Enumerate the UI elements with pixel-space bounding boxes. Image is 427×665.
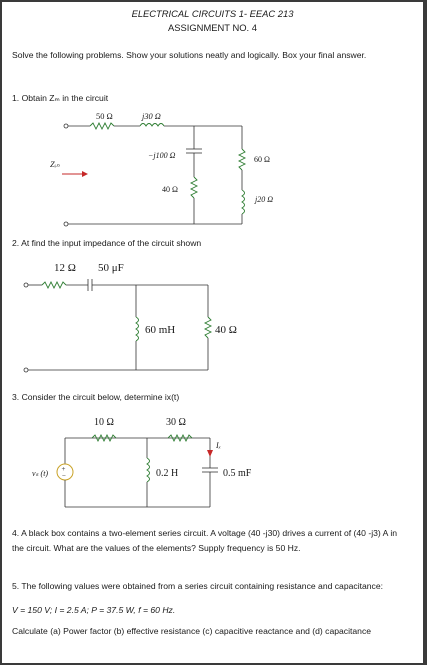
resistor-60 [237, 148, 247, 171]
label-neg-j100: −j100 Ω [148, 151, 176, 160]
problem-2-text: 2. At find the input impedance of the ci… [12, 238, 202, 248]
problem-1-text: 1. Obtain Zₘ in the circuit [12, 93, 109, 103]
label-j20: j20 Ω [254, 195, 273, 204]
label-50: 50 Ω [96, 112, 113, 121]
problem-3-text: 3. Consider the circuit below, determine… [12, 392, 180, 402]
resistor-12 [41, 280, 67, 290]
terminal-b [63, 221, 69, 227]
course-title: ELECTRICAL CIRCUITS 1- EEAC 213 [131, 8, 294, 19]
label-05mf: 0.5 mF [223, 468, 252, 479]
inductor-02h [146, 457, 150, 483]
label-j30: j30 Ω [141, 112, 161, 121]
circuit-2 [23, 279, 213, 373]
problem-5-text: 5. The following values were obtained fr… [12, 581, 384, 591]
label-ix: Iₓ [215, 441, 221, 450]
problem-4-text: 4. A black box contains a two-element se… [12, 528, 398, 553]
label-40: 40 Ω [162, 185, 178, 194]
svg-text:+: + [62, 465, 66, 473]
terminal-a [63, 123, 69, 129]
inductor-60mh [135, 316, 139, 342]
label-30: 30 Ω [166, 417, 186, 428]
svg-text:−: − [62, 472, 66, 480]
resistor-40b [203, 316, 213, 339]
problem-5-values: V = 150 V; I = 2.5 A; P = 37.5 W, f = 60… [12, 605, 176, 615]
label-50uf: 50 μF [98, 262, 124, 274]
instructions: Solve the following problems. Show your … [12, 50, 367, 60]
resistor-30 [167, 433, 193, 443]
label-60: 60 Ω [254, 155, 270, 164]
label-zin: Zᵢₙ [50, 159, 60, 169]
resistor-40 [189, 176, 199, 199]
inductor-j30 [139, 123, 165, 127]
resistor-50 [89, 121, 115, 131]
label-60mh: 60 mH [145, 324, 175, 336]
inductor-j20 [241, 189, 245, 215]
label-10: 10 Ω [94, 417, 114, 428]
problem-5-calculate: Calculate (a) Power factor (b) effective… [12, 626, 372, 636]
resistor-10 [91, 433, 117, 443]
label-12: 12 Ω [54, 262, 76, 274]
label-vs: vₛ (t) [32, 469, 48, 478]
label-40b: 40 Ω [215, 324, 237, 336]
assignment-title: ASSIGNMENT NO. 4 [168, 22, 257, 33]
label-02h: 0.2 H [156, 468, 178, 479]
circuit-3: + − [56, 433, 218, 508]
ix-arrow [207, 450, 213, 457]
